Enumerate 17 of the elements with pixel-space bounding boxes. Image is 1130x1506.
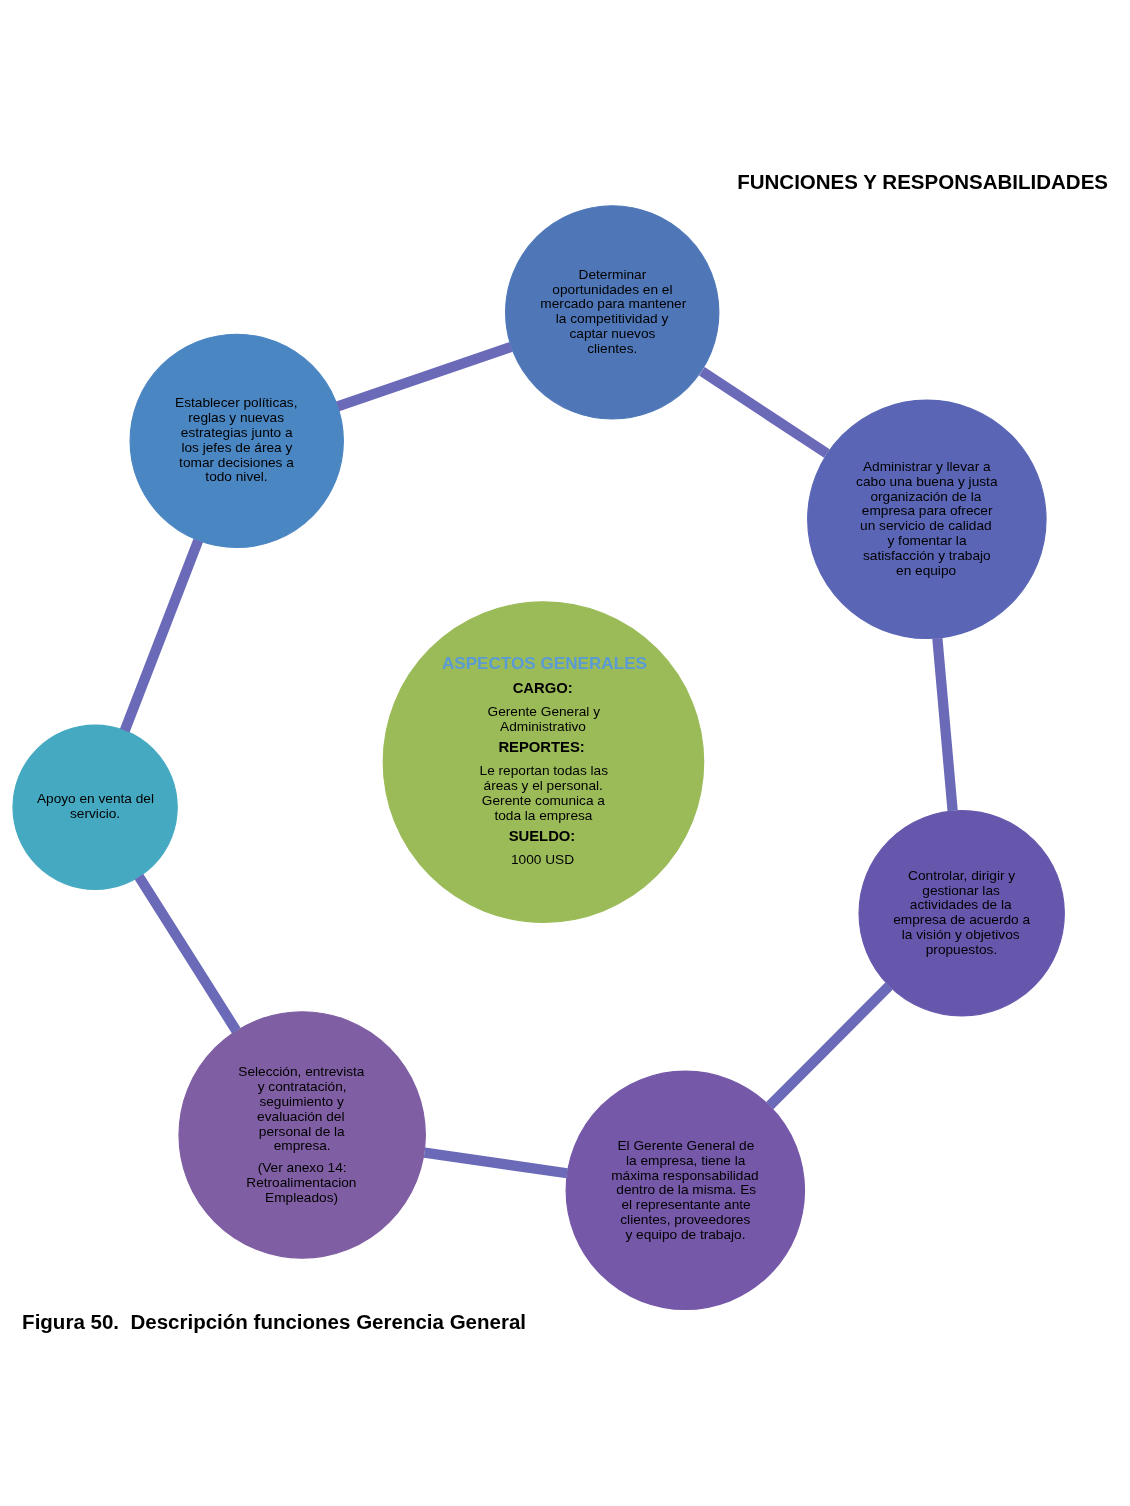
connector <box>423 1147 568 1179</box>
connector <box>336 342 513 412</box>
node-circle: Selección, entrevista y contratación, seguimiento y evaluación del personal de la empresa. (Ver anexo 14: Retroalimentacion Empleados) <box>178 1011 426 1259</box>
connector <box>119 538 203 733</box>
node-circle: Establecer políticas, reglas y nuevas estrategias junto a los jefes de área y tomar decisiones a todo nivel. <box>129 333 344 549</box>
node-circle: Controlar, dirigir y gestionar las actividades de la empresa de acuerdo a la visión y objetivos propuestos. <box>858 810 1065 1017</box>
diagram-title: FUNCIONES Y RESPONSABILIDADES <box>737 169 1109 193</box>
connector <box>134 874 241 1034</box>
node-circle: Apoyo en venta del servicio. <box>12 724 178 890</box>
caption: Figura 50. Descripción funciones Gerencia General <box>22 1310 527 1334</box>
node-circle: ASPECTOS GENERALES CARGO: Gerente General y Administrativo REPORTES: Le reportan todas las áreas y el personal. Gerente comunica a toda la empresa SUELDO: 1000 USD <box>382 601 705 923</box>
connector <box>699 367 830 458</box>
node-circle: Determinar oportunidades en el mercado para mantener la competitividad y captar nuevos clientes. <box>505 205 720 420</box>
node-circle: Administrar y llevar a cabo una buena y justa organización de la empresa para ofrecer un servicio de calidad y fomentar la satisfacción y trabajo en equipo <box>807 399 1047 640</box>
node-circle: El Gerente General de la empresa, tiene la máxima responsabilidad dentro de la misma. Es el representante ante clientes, proveedores y equipo de trabajo. <box>565 1070 806 1311</box>
connector <box>932 637 958 812</box>
connector <box>766 982 893 1110</box>
